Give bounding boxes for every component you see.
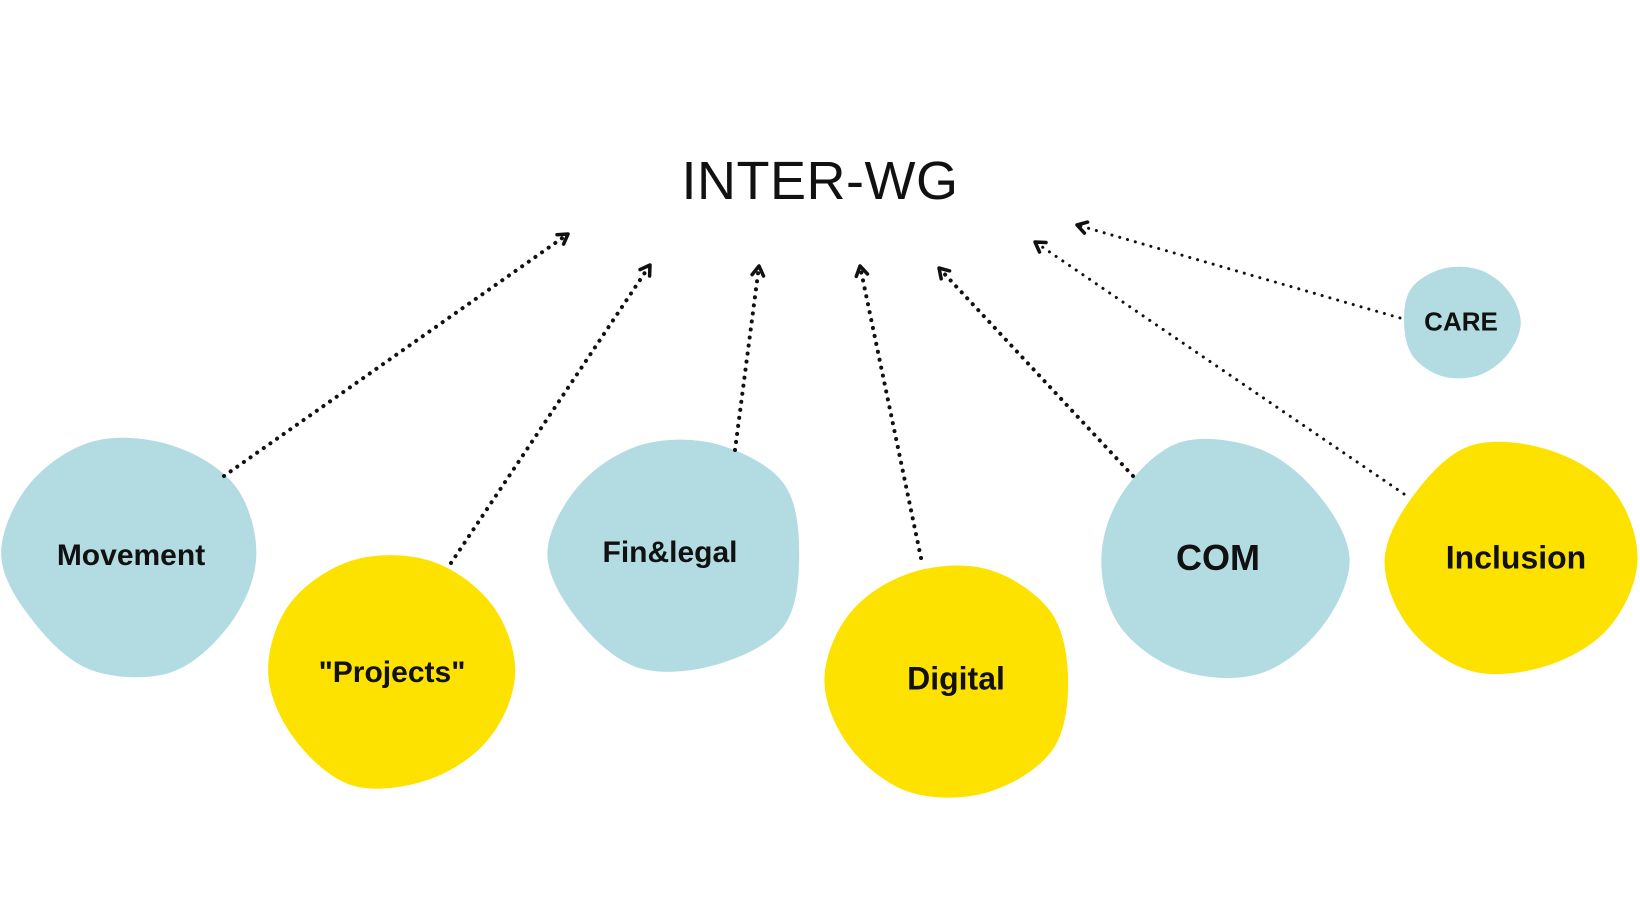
- node-blob-com: [1101, 438, 1350, 678]
- node-label-projects: "Projects": [318, 656, 466, 689]
- node-blob-inclusion: [1384, 441, 1638, 675]
- node-blob-movement: [1, 437, 257, 678]
- node-label-inclusion: Inclusion: [1445, 539, 1587, 576]
- arrowhead-icon: [638, 263, 652, 278]
- arrow-line: [222, 232, 570, 478]
- arrow-inclusion-to-inter-wg: [1033, 240, 1406, 496]
- central-node-title: INTER-WG: [681, 151, 959, 211]
- arrow-line: [449, 263, 652, 565]
- arrow-projects-to-inter-wg: [449, 263, 652, 565]
- node-blob-fin-legal: [547, 439, 800, 672]
- arrow-line: [1033, 240, 1406, 496]
- node-label-digital: Digital: [907, 660, 1005, 697]
- arrowhead-icon: [750, 264, 766, 278]
- arrow-line: [1075, 223, 1402, 320]
- arrow-line: [937, 266, 1135, 478]
- arrow-line: [858, 264, 923, 560]
- arrowhead-icon: [555, 232, 570, 246]
- arrow-digital-to-inter-wg: [854, 264, 923, 560]
- arrow-care-to-inter-wg: [1075, 220, 1402, 320]
- arrow-com-to-inter-wg: [937, 266, 1135, 478]
- node-label-movement: Movement: [56, 539, 206, 572]
- arrowhead-icon: [937, 266, 952, 281]
- arrow-line: [733, 264, 761, 452]
- node-label-com: COM: [1176, 537, 1260, 578]
- arrowhead-icon: [854, 264, 870, 279]
- node-label-fin-legal: Fin&legal: [602, 536, 738, 569]
- node-blob-digital: [824, 565, 1069, 798]
- arrow-fin-legal-to-inter-wg: [733, 264, 766, 452]
- node-blob-care: [1404, 266, 1521, 379]
- node-blob-projects: [268, 555, 516, 789]
- arrowhead-icon: [1033, 240, 1048, 254]
- arrowhead-icon: [1075, 220, 1090, 235]
- arrow-movement-to-inter-wg: [222, 232, 570, 478]
- node-label-care: CARE: [1424, 306, 1498, 337]
